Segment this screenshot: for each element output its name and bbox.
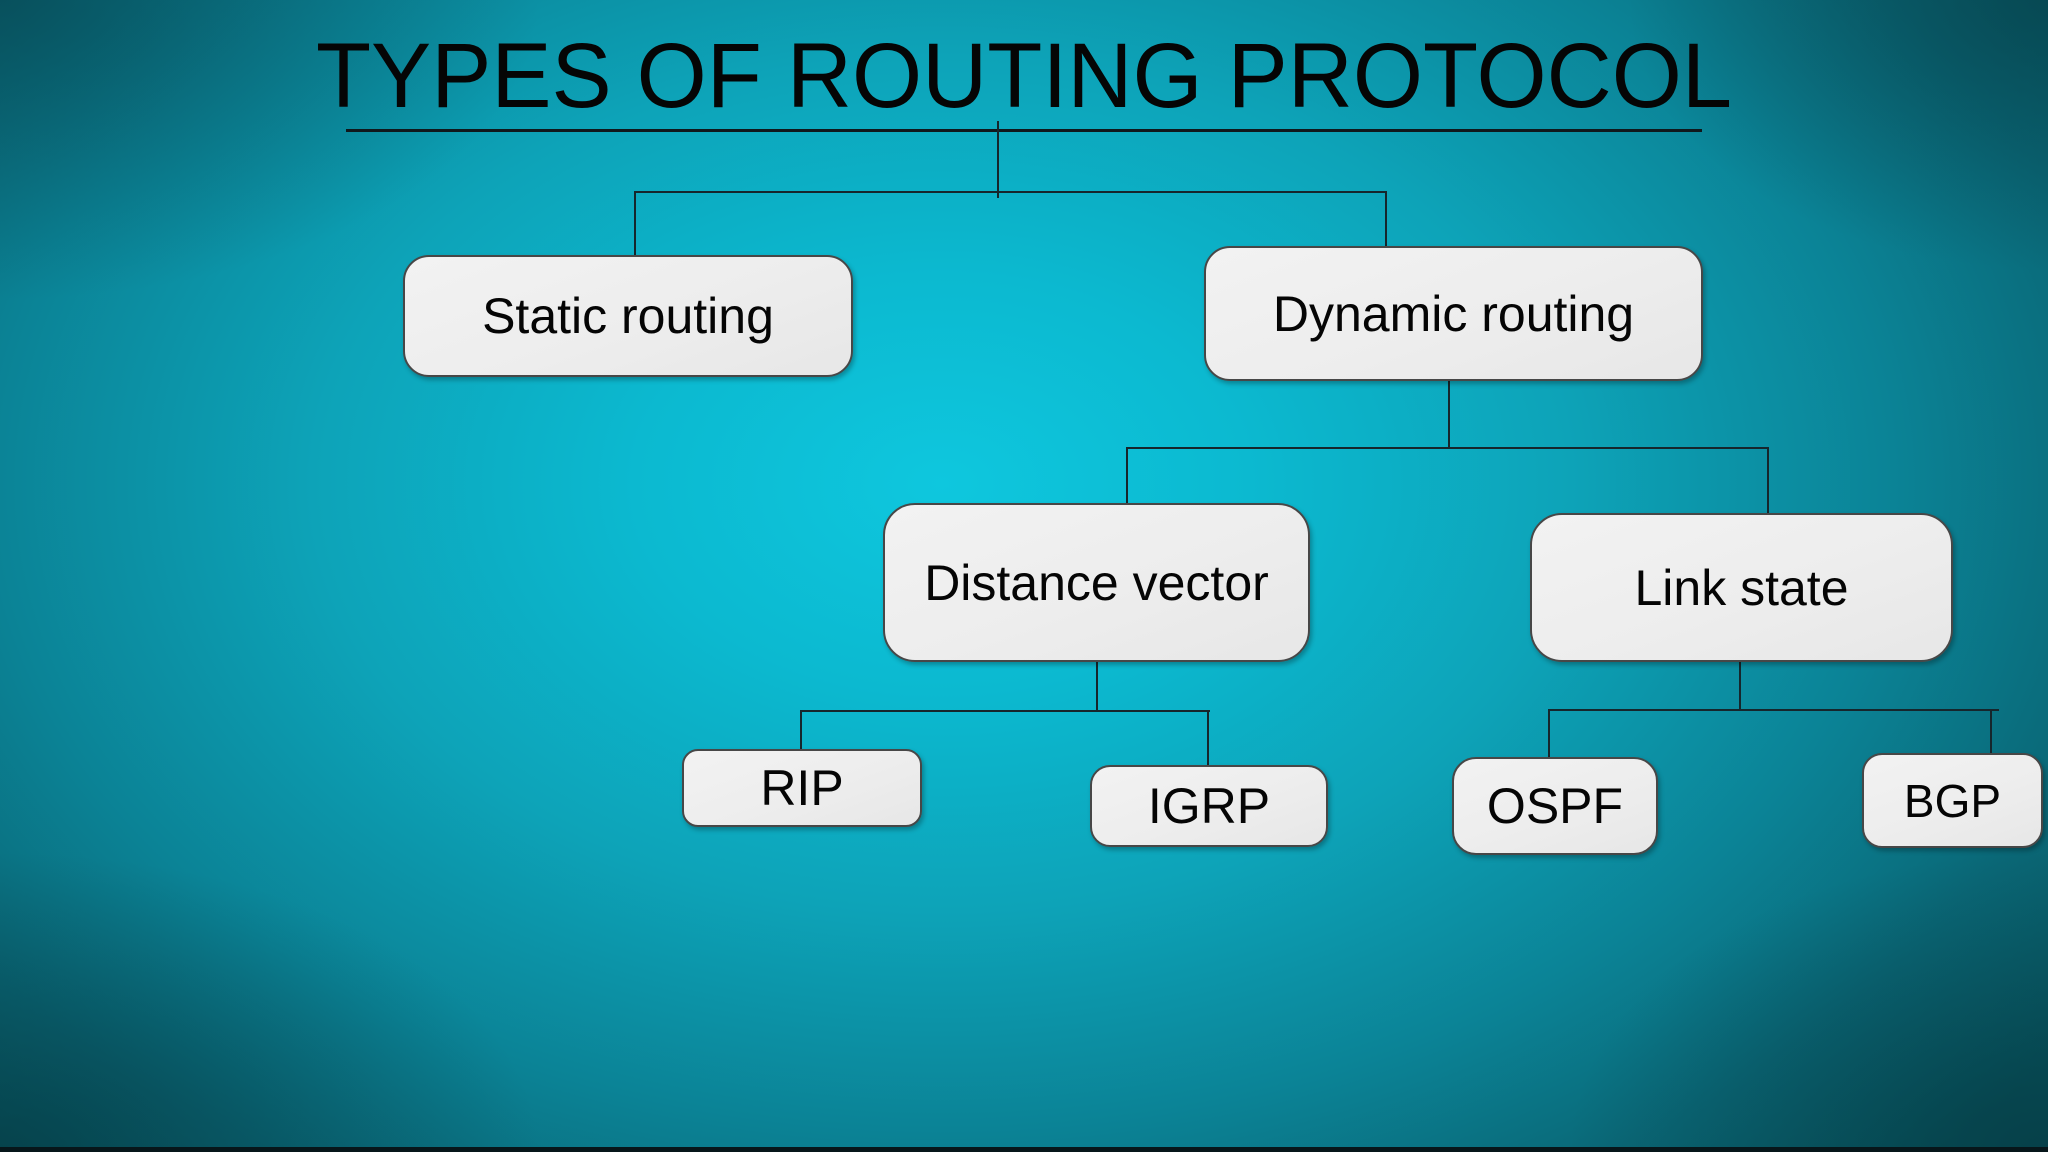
- node-link-state: Link state: [1530, 513, 1953, 662]
- node-static-routing-label: Static routing: [482, 288, 774, 344]
- connector-distance-vector-vertical: [1096, 662, 1098, 712]
- node-igrp: IGRP: [1090, 765, 1328, 847]
- bottom-edge-bar: [0, 1147, 2048, 1152]
- node-rip: RIP: [682, 749, 922, 827]
- node-distance-vector-label: Distance vector: [924, 554, 1269, 611]
- connector-link-state-vertical: [1739, 662, 1741, 711]
- node-ospf: OSPF: [1452, 757, 1658, 855]
- node-dynamic-routing-label: Dynamic routing: [1272, 285, 1635, 342]
- connector-drop-link-state: [1767, 447, 1769, 514]
- connector-drop-bgp: [1990, 709, 1992, 754]
- node-bgp-label: BGP: [1903, 774, 2002, 827]
- title-underline: [346, 129, 1702, 132]
- connector-drop-ospf: [1548, 709, 1550, 758]
- node-ospf-label: OSPF: [1486, 778, 1624, 834]
- connector-drop-static: [634, 191, 636, 256]
- node-distance-vector: Distance vector: [883, 503, 1310, 662]
- connector-level2-horizontal: [1126, 447, 1769, 449]
- connector-level3-right-horizontal: [1548, 709, 1999, 711]
- connector-level3-left-horizontal: [800, 710, 1210, 712]
- node-rip-label: RIP: [760, 760, 844, 816]
- node-static-routing: Static routing: [403, 255, 853, 377]
- connector-drop-rip: [800, 710, 802, 750]
- connector-drop-dynamic: [1385, 191, 1387, 247]
- node-dynamic-routing: Dynamic routing: [1204, 246, 1703, 381]
- node-bgp: BGP: [1862, 753, 2043, 848]
- page-title: TYPES OF ROUTING PROTOCOL: [315, 25, 1733, 127]
- connector-drop-distance-vector: [1126, 447, 1128, 504]
- connector-drop-igrp: [1207, 710, 1209, 766]
- connector-level1-horizontal: [634, 191, 1387, 193]
- node-link-state-label: Link state: [1634, 559, 1849, 616]
- node-igrp-label: IGRP: [1147, 778, 1271, 834]
- connector-root-vertical: [997, 121, 999, 198]
- connector-dynamic-vertical: [1448, 381, 1450, 449]
